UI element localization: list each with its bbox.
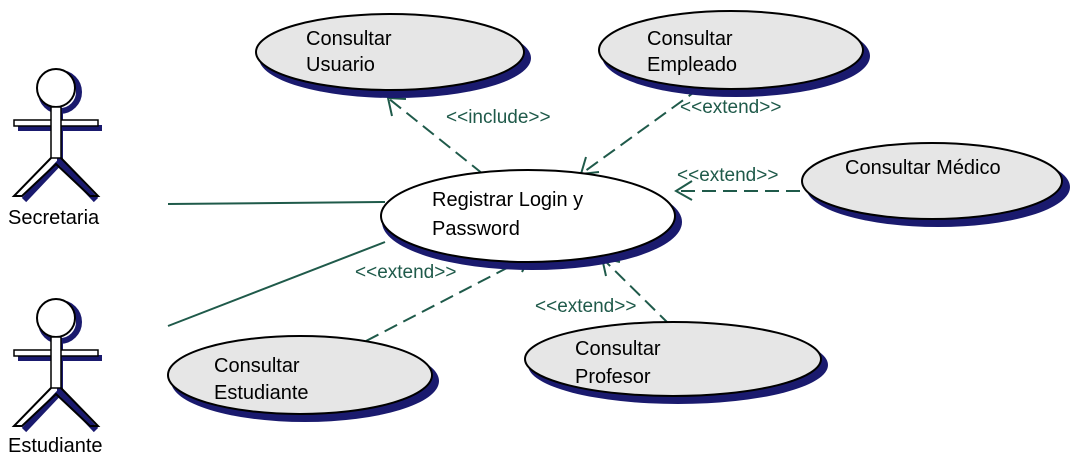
stereotype-extend-estudiante: <<extend>> bbox=[355, 262, 456, 283]
use-case-label-line2: Profesor bbox=[575, 366, 651, 388]
use-case-consultar-usuario: Consultar Usuario bbox=[255, 13, 531, 98]
use-case-label-line2: Estudiante bbox=[214, 382, 309, 404]
stereotype-extend-medico: <<extend>> bbox=[677, 165, 778, 186]
use-case-consultar-estudiante: Consultar Estudiante bbox=[167, 335, 439, 422]
use-case-label-line2: Empleado bbox=[647, 54, 737, 76]
actor-label: Estudiante bbox=[8, 435, 103, 456]
stereotype-extend-profesor: <<extend>> bbox=[535, 296, 636, 317]
use-case-label-line1: Consultar bbox=[647, 28, 733, 50]
use-case-label-line1: Registrar Login y bbox=[432, 189, 583, 211]
extend-consultar-medico bbox=[674, 180, 800, 201]
stereotype-include: <<include>> bbox=[446, 107, 551, 128]
use-case-consultar-profesor: Consultar Profesor bbox=[524, 321, 828, 404]
include-consultar-usuario bbox=[386, 96, 484, 175]
actor-label: Secretaria bbox=[8, 207, 100, 229]
stereotype-extend-empleado: <<extend>> bbox=[680, 97, 781, 118]
use-case-registrar-login: Registrar Login y Password bbox=[380, 169, 682, 270]
use-case-label-line1: Consultar Médico bbox=[845, 157, 1001, 179]
use-case-label-line1: Consultar bbox=[575, 338, 661, 360]
use-case-consultar-medico: Consultar Médico bbox=[801, 142, 1070, 227]
use-case-label-line1: Consultar bbox=[214, 355, 300, 377]
association-estudiante bbox=[167, 241, 386, 327]
actor-secretaria: Secretaria bbox=[8, 68, 102, 229]
use-case-label-line1: Consultar bbox=[306, 28, 392, 50]
association-secretaria bbox=[167, 201, 386, 205]
actor-estudiante: Estudiante bbox=[8, 298, 103, 456]
use-case-label-line2: Usuario bbox=[306, 54, 375, 76]
use-case-label-line2: Password bbox=[432, 218, 520, 240]
use-case-consultar-empleado: Consultar Empleado bbox=[598, 10, 870, 97]
